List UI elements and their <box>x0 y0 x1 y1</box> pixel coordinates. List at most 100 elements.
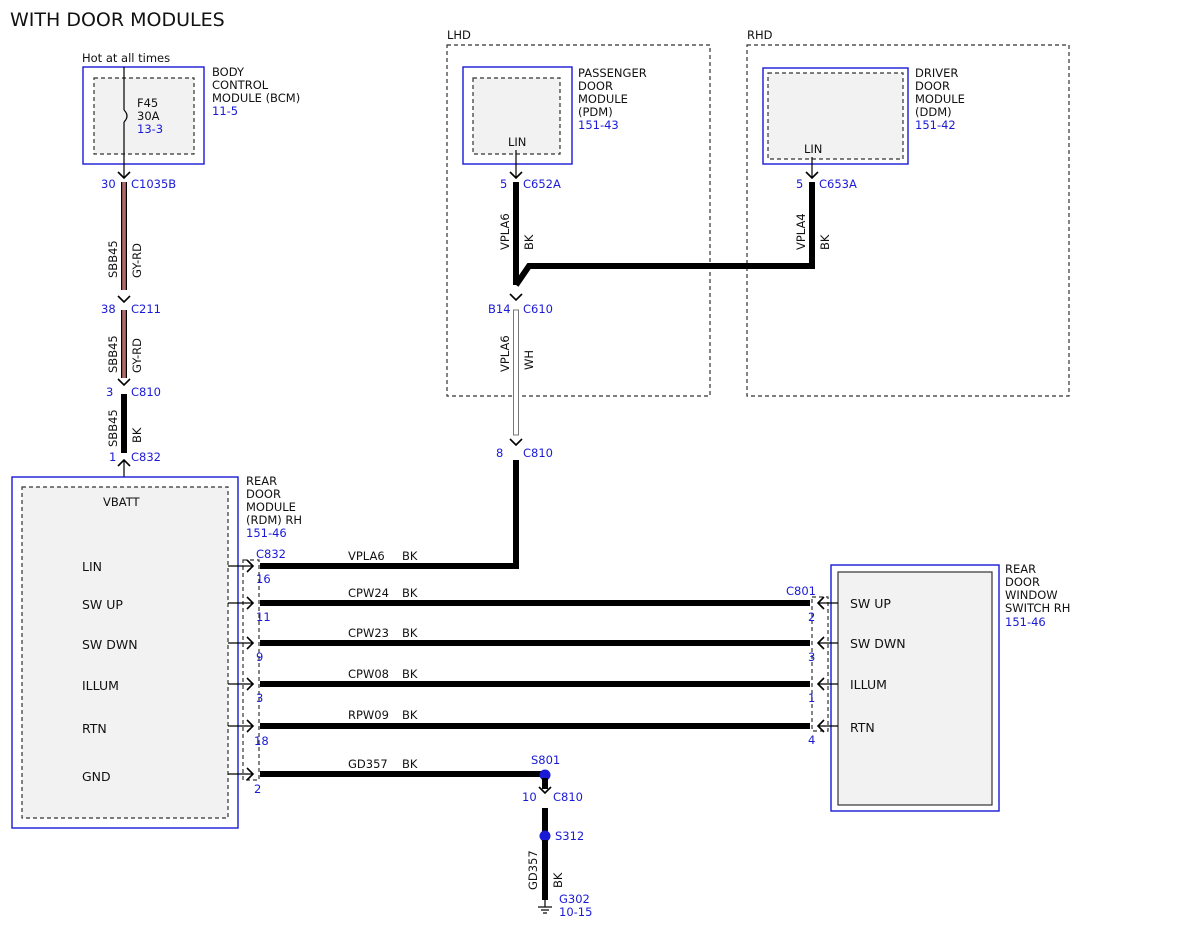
lhd-region <box>446 44 711 397</box>
c810c-name: C810 <box>553 790 583 804</box>
ground-name: G302 <box>559 892 590 906</box>
rdm-pin-rtn: RTN <box>82 721 107 736</box>
s312-splice-dot <box>539 830 551 842</box>
cpw08-circuit: CPW08 <box>348 667 389 681</box>
lin-bus-wires: VPLA6 BK VPLA4 BK B14 C610 VPLA6 WH 8 C8… <box>260 182 832 569</box>
rdm-lin-color: BK <box>402 549 418 563</box>
ddm-pin-label: LIN <box>804 142 822 156</box>
pdm-pin-label: LIN <box>508 135 526 149</box>
bcm-name-2: CONTROL <box>212 78 269 92</box>
rdm-lin-pin: 16 <box>256 572 271 586</box>
vpla4-color: BK <box>818 234 832 250</box>
lhd-label: LHD <box>447 28 471 42</box>
c801-name: C801 <box>786 584 816 598</box>
fuse-ref: 13-3 <box>137 122 163 136</box>
rhd-region <box>746 44 1070 397</box>
rdm-rtn-connector-icon <box>246 719 255 733</box>
rdm-swup-pin: 11 <box>256 610 271 624</box>
c211-pin: 38 <box>101 302 116 316</box>
c810-connector-icon-a <box>117 378 131 387</box>
c801-connector-body <box>811 596 829 732</box>
gd357-circuit: GD357 <box>348 757 388 771</box>
row-gnd: GND 2 GD357 BK <box>82 757 545 796</box>
c211-connector-icon <box>117 295 131 304</box>
cpw08-color: BK <box>402 667 418 681</box>
switch-border <box>830 564 1000 812</box>
sw-swup-pin: 2 <box>808 610 815 624</box>
pdm-name-1: PASSENGER <box>578 66 647 80</box>
rpw09-color: BK <box>402 708 418 722</box>
c1035b-pin: 30 <box>101 177 116 191</box>
c832a-name: C832 <box>131 450 161 464</box>
switch-name-3: WINDOW <box>1005 588 1058 602</box>
c810-connector-icon-b <box>509 438 523 447</box>
c810-connector-icon-c <box>538 786 552 795</box>
sbb45-c-color: BK <box>130 427 144 443</box>
rdm-pin-sw-up: SW UP <box>82 597 123 612</box>
rdm-swdwn-connector-icon <box>246 636 255 650</box>
ddm-ref: 151-42 <box>915 118 956 132</box>
fuse-name: F45 <box>137 96 158 110</box>
rdm-pin-lin: LIN <box>82 559 102 574</box>
s312-label: S312 <box>555 829 584 843</box>
gd357-v-circuit: GD357 <box>526 850 540 890</box>
vpla6-a-color: BK <box>522 234 536 250</box>
bcm-hot-label: Hot at all times <box>82 51 170 65</box>
pdm-name-4: (PDM) <box>578 105 613 119</box>
rdm-pin-sw-dwn: SW DWN <box>82 637 138 652</box>
c832-connector-body <box>242 559 260 781</box>
rdm-module: VBATT REAR DOOR MODULE (RDM) RH 151-46 <box>11 474 302 829</box>
rdm-ref: 151-46 <box>246 526 287 540</box>
rdm-pin-illum: ILLUM <box>82 678 119 693</box>
ddm-name-3: MODULE <box>915 92 965 106</box>
switch-name-2: DOOR <box>1005 575 1040 589</box>
rdm-swdwn-pin: 9 <box>256 650 263 664</box>
vpla6-b-color: WH <box>522 350 536 370</box>
pdm-border <box>462 66 573 165</box>
ddm-name-1: DRIVER <box>915 66 958 80</box>
rdm-pin-gnd: GND <box>82 769 111 784</box>
cpw24-circuit: CPW24 <box>348 586 389 600</box>
window-switch-module: REAR DOOR WINDOW SWITCH RH 151-46 <box>830 562 1070 812</box>
rdm-illum-connector-icon <box>246 677 255 691</box>
pdm-ref: 151-43 <box>578 118 619 132</box>
row-illum: ILLUM 3 CPW08 BK 1 ILLUM <box>82 667 887 705</box>
c832a-pin: 1 <box>109 450 116 464</box>
c653a-connector-icon <box>805 171 819 180</box>
ground-path: S801 10 C810 S312 GD357 BK G302 10-15 <box>522 753 592 919</box>
rdm-name-2: DOOR <box>246 487 281 501</box>
rdm-lin-connector-icon <box>246 559 255 573</box>
sbb45-a-circuit: SBB45 <box>106 240 120 278</box>
pdm-inner <box>472 77 561 155</box>
cpw23-circuit: CPW23 <box>348 626 389 640</box>
pdm-module: LIN PASSENGER DOOR MODULE (PDM) 151-43 <box>462 66 647 178</box>
row-sw-dwn: SW DWN 9 CPW23 BK 3 SW DWN <box>82 626 906 664</box>
cpw23-color: BK <box>402 626 418 640</box>
c652a-name: C652A <box>523 177 561 191</box>
c653a-name: C653A <box>819 177 857 191</box>
c652a-connector-icon <box>509 171 523 180</box>
ddm-name-4: (DDM) <box>915 105 952 119</box>
ground-ref: 10-15 <box>559 905 592 919</box>
sw-pin-sw-dwn: SW DWN <box>850 636 906 651</box>
sw-pin-rtn: RTN <box>850 720 875 735</box>
c1035b-name: C1035B <box>131 177 176 191</box>
rdm-name-4: (RDM) RH <box>246 513 302 527</box>
vpla6-a-circuit: VPLA6 <box>498 213 512 250</box>
c652a-pin: 5 <box>500 177 507 191</box>
bcm-wire-chain: 30 C1035B SBB45 GY-RD 38 C211 SBB45 GY-R… <box>101 171 176 477</box>
sbb45-b-circuit: SBB45 <box>106 335 120 373</box>
rhd-label: RHD <box>747 28 773 42</box>
s801-splice-dot <box>539 769 551 781</box>
switch-name-4: SWITCH RH <box>1005 601 1070 615</box>
vpla4-wire <box>513 182 815 287</box>
rdm-inner <box>21 486 229 819</box>
switch-name-1: REAR <box>1005 562 1036 576</box>
sw-pin-illum: ILLUM <box>850 677 887 692</box>
sw-illum-pin: 1 <box>808 691 815 705</box>
ddm-inner <box>767 72 904 160</box>
bcm-name-1: BODY <box>212 65 245 79</box>
sw-pin-sw-up: SW UP <box>850 596 891 611</box>
rdm-swup-connector-icon <box>246 596 255 610</box>
